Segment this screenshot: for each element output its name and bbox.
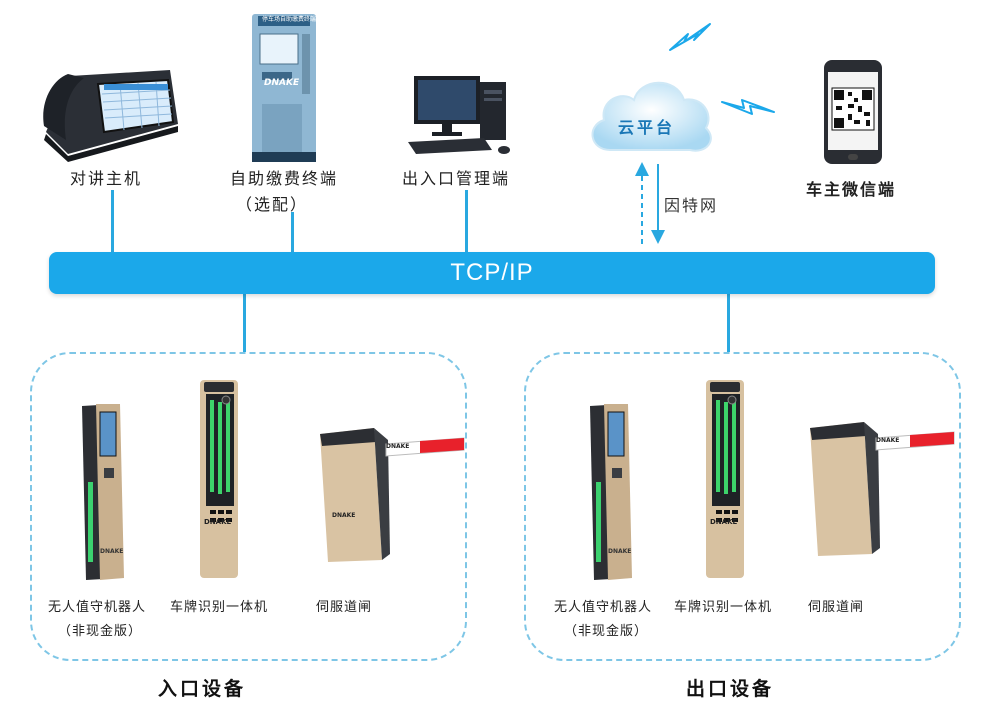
- cloud-platform-label: 云平台: [618, 118, 676, 137]
- wireless-signal-icon: [669, 23, 711, 51]
- self-service-label-line2: （选配）: [236, 195, 309, 214]
- servo-barrier-gate-icon: [320, 428, 465, 562]
- kiosk-header-text: 停车场自助缴费终端: [262, 16, 317, 23]
- connector-intercom: [111, 190, 114, 252]
- entrance-gate-body-brand: DNAKE: [332, 512, 356, 519]
- servo-barrier-gate-icon: [810, 422, 955, 556]
- entrance-lpr-brand: DNAKE: [204, 518, 232, 526]
- entrance-device-zone: [30, 352, 467, 661]
- bus-label: TCP/IP: [450, 259, 534, 286]
- exit-device-zone: [524, 352, 961, 661]
- entrance-robot-label-line2: （非现金版）: [58, 624, 143, 639]
- tcpip-bus: TCP/IP: [49, 252, 935, 294]
- internet-label: 因特网: [664, 196, 719, 215]
- intercom-host-label: 对讲主机: [70, 169, 143, 188]
- exit-robot-label-line1: 无人值守机器人: [554, 600, 653, 615]
- wireless-signal-icon: [721, 99, 775, 115]
- entry-exit-terminal-label: 出入口管理端: [402, 169, 511, 188]
- exit-robot-label-line2: （非现金版）: [564, 624, 649, 639]
- entrance-robot-label-line1: 无人值守机器人: [48, 600, 147, 615]
- entrance-zone-title: 入口设备: [158, 678, 247, 700]
- exit-gate-brand: DNAKE: [876, 437, 900, 444]
- smartphone-icon: [824, 60, 882, 164]
- entrance-lpr-label: 车牌识别一体机: [170, 600, 269, 615]
- connector-exit: [727, 294, 730, 352]
- payment-kiosk-icon: [252, 14, 316, 162]
- internet-link-arrows-icon: [635, 162, 665, 244]
- entrance-gate-brand: DNAKE: [386, 443, 410, 450]
- connector-terminal: [465, 190, 468, 252]
- kiosk-brand-text: DNAKE: [264, 78, 300, 88]
- connector-entrance: [243, 294, 246, 352]
- desktop-pc-icon: [408, 76, 510, 154]
- unattended-robot-icon: [82, 404, 124, 580]
- lpr-camera-unit-icon: [706, 380, 744, 578]
- connector-kiosk: [291, 212, 294, 252]
- entrance-robot-brand: DNAKE: [100, 548, 124, 555]
- exit-robot-brand: DNAKE: [608, 548, 632, 555]
- exit-lpr-label: 车牌识别一体机: [674, 600, 773, 615]
- entrance-gate-label: 伺服道闸: [316, 600, 373, 615]
- exit-lpr-brand: DNAKE: [710, 518, 738, 526]
- intercom-host-icon: [43, 70, 178, 162]
- unattended-robot-icon: [590, 404, 632, 580]
- cloud-icon: [591, 81, 712, 152]
- exit-gate-label: 伺服道闸: [808, 600, 865, 615]
- self-service-label-line1: 自助缴费终端: [230, 169, 339, 188]
- exit-zone-title: 出口设备: [686, 678, 775, 700]
- lpr-camera-unit-icon: [200, 380, 238, 578]
- wechat-terminal-label: 车主微信端: [806, 180, 897, 199]
